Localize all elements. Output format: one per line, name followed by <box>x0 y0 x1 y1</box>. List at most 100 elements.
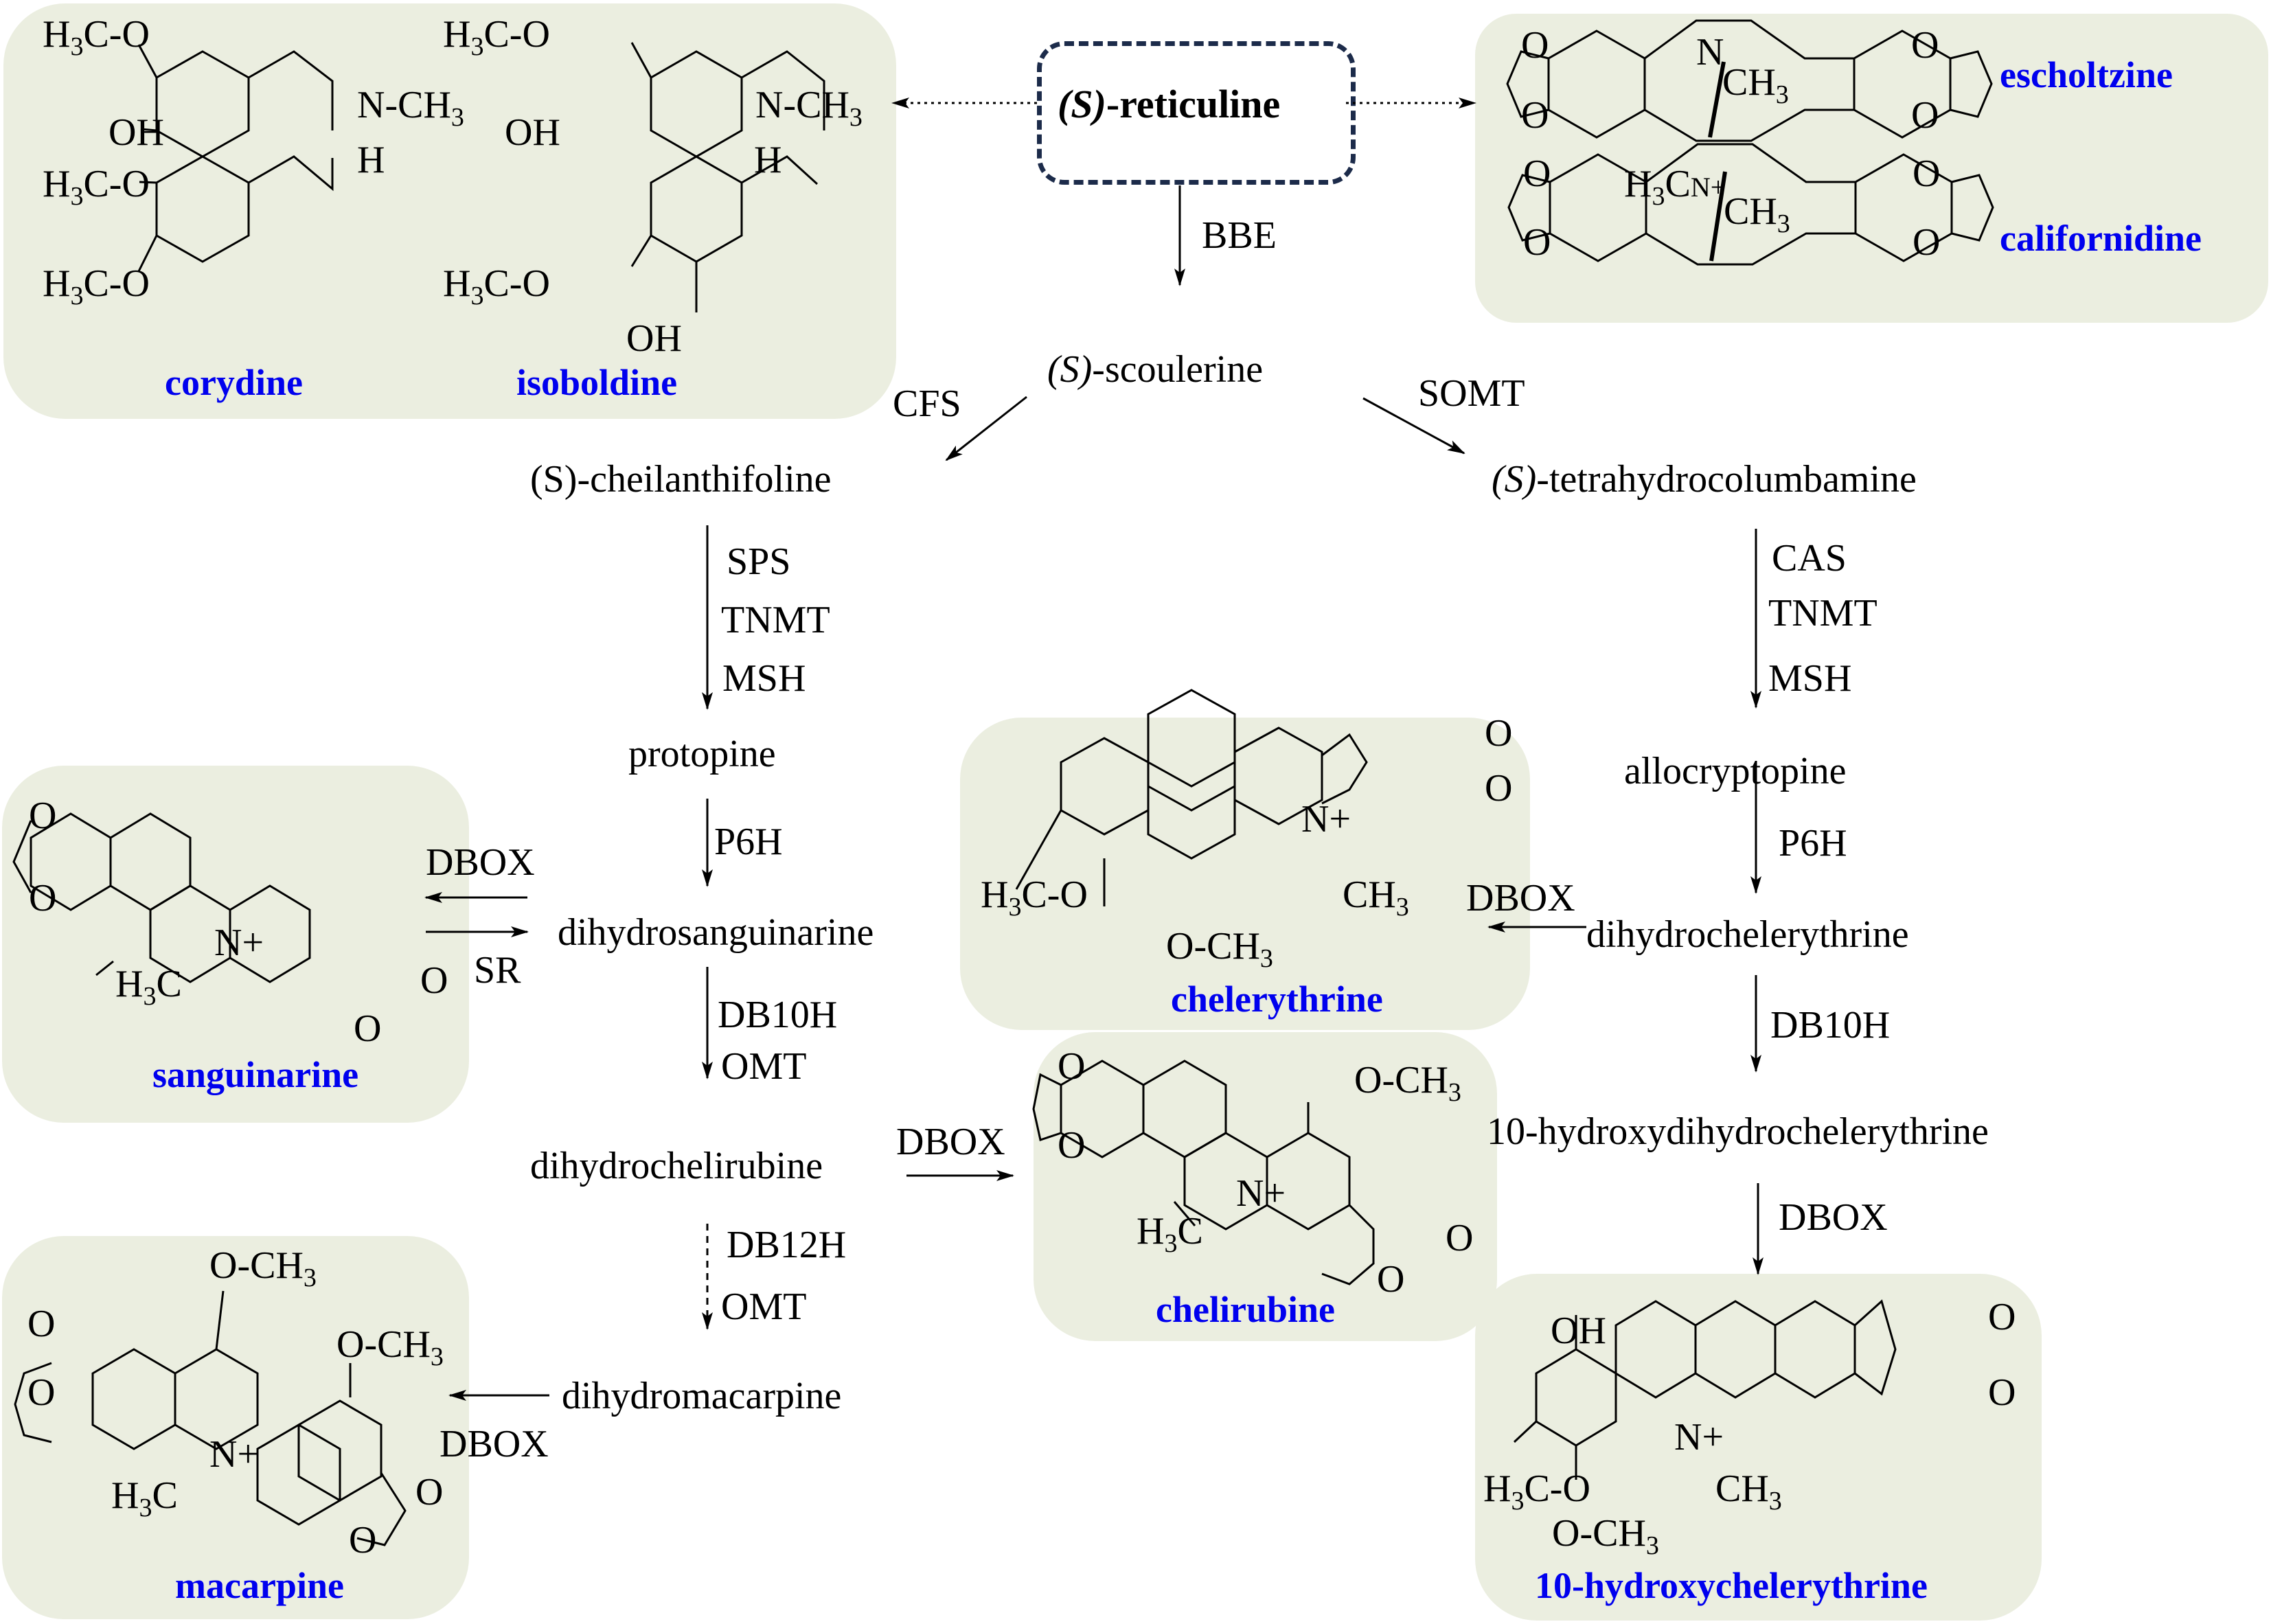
enzyme-dbox-chelerythrine: DBOX <box>1466 877 1575 919</box>
compound-10-hydroxychelerythrine: 10-hydroxychelerythrine <box>1535 1565 1928 1606</box>
atom-label: H3C-O <box>43 13 150 61</box>
stereo-prefix: (S) <box>1492 458 1537 501</box>
atom-label: CH3 <box>1722 61 1789 109</box>
atom-label: N+ <box>1301 798 1351 840</box>
atom-label: O <box>29 877 57 919</box>
intermediate-dihydromacarpine: dihydromacarpine <box>562 1375 842 1417</box>
intermediate-dihydrochelirubine: dihydrochelirubine <box>530 1145 823 1187</box>
enzyme-cas: CAS <box>1772 537 1847 580</box>
atom-label: O <box>415 1471 444 1513</box>
enzyme-cfs: CFS <box>893 382 961 425</box>
start-node-box <box>1037 41 1356 185</box>
compound-macarpine: macarpine <box>175 1565 344 1606</box>
atom-label: O <box>1523 221 1551 264</box>
intermediate-tetrahydrocolumbamine: (S)-tetrahydrocolumbamine <box>1492 460 1917 499</box>
intermediate-protopine: protopine <box>628 733 776 775</box>
intermediate-10-hydroxydihydrochelerythrine: 10-hydroxydihydrochelerythrine <box>1487 1110 1989 1153</box>
atom-label: OH <box>1551 1310 1606 1352</box>
compound-name: -tetrahydrocolumbamine <box>1536 458 1917 501</box>
atom-label: H3C <box>115 963 182 1011</box>
atom-label: O <box>1913 221 1941 264</box>
enzyme-omt-lower: OMT <box>721 1285 807 1328</box>
compound-isoboldine: isoboldine <box>516 362 678 403</box>
atom-label: H3C-O <box>43 163 150 211</box>
atom-label: CH3 <box>1715 1467 1782 1516</box>
atom-label: O <box>27 1303 56 1345</box>
atom-label: O-CH3 <box>1354 1059 1461 1107</box>
enzyme-dbox-hydroxychelerythrine: DBOX <box>1779 1196 1888 1239</box>
atom-label: O <box>354 1007 382 1050</box>
enzyme-tnmt-right: TNMT <box>1768 592 1878 634</box>
atom-label: N-CH3 <box>755 84 863 132</box>
atom-label: OH <box>626 317 682 360</box>
atom-label: O <box>29 794 57 837</box>
atom-label: N+ <box>1674 1416 1724 1459</box>
atom-label: O <box>1521 94 1549 137</box>
stereo-prefix: (S) <box>1058 82 1106 126</box>
atom-label: O <box>420 959 448 1002</box>
atom-label: H3C-O <box>981 873 1088 922</box>
enzyme-dbox-sanguinarine: DBOX <box>426 841 535 884</box>
enzyme-msh-right: MSH <box>1768 657 1852 700</box>
atom-label: O <box>1911 24 1939 67</box>
enzyme-dbox-chelirubine: DBOX <box>896 1121 1005 1163</box>
atom-label: CH3 <box>1724 190 1790 238</box>
atom-label: H3C-O <box>1483 1467 1590 1516</box>
atom-label: O <box>1523 152 1551 195</box>
intermediate-cheilanthifoline: (S)-cheilanthifoline <box>530 458 832 501</box>
panel-aporphines <box>3 3 896 419</box>
atom-label: O-CH3 <box>336 1323 444 1371</box>
enzyme-db10h-right: DB10H <box>1770 1004 1891 1047</box>
compound-chelirubine: chelirubine <box>1156 1289 1336 1330</box>
atom-label: O <box>349 1519 377 1562</box>
start-node-label: (S)-reticuline <box>1058 81 1280 127</box>
enzyme-db12h: DB12H <box>727 1224 847 1266</box>
compound-californidine: californidine <box>2000 218 2202 259</box>
enzyme-tnmt-left: TNMT <box>721 599 830 641</box>
atom-label: O <box>1988 1371 2016 1414</box>
enzyme-p6h-left: P6H <box>714 821 783 863</box>
atom-label: O <box>1988 1296 2016 1338</box>
atom-label: H3C <box>111 1474 178 1522</box>
compound-corydine: corydine <box>165 362 303 403</box>
atom-label: O-CH3 <box>1166 925 1273 973</box>
atom-label: O <box>1485 767 1513 810</box>
panel-macarpine <box>2 1236 469 1619</box>
enzyme-p6h-right: P6H <box>1779 822 1847 865</box>
atom-label: H <box>754 139 782 181</box>
atom-label: H3C <box>1137 1210 1203 1258</box>
atom-label: O-CH3 <box>1552 1512 1659 1560</box>
atom-label: N+ <box>1236 1172 1286 1215</box>
atom-label: H <box>357 139 385 181</box>
atom-label: N <box>1696 31 1724 73</box>
compound-name: -scoulerine <box>1092 348 1264 391</box>
atom-label: OH <box>109 111 164 154</box>
enzyme-sr: SR <box>474 949 521 992</box>
intermediate-allocryptopine: allocryptopine <box>1624 750 1847 792</box>
intermediate-scoulerine: (S)-scoulerine <box>1047 350 1263 389</box>
atom-label: O-CH3 <box>209 1244 317 1292</box>
atom-label: O <box>1058 1124 1086 1167</box>
atom-label: N+ <box>214 922 264 964</box>
enzyme-somt: SOMT <box>1418 372 1525 415</box>
atom-label: H3C-O <box>443 13 550 61</box>
atom-label: CH3 <box>1343 873 1409 922</box>
atom-label: O <box>1521 24 1549 67</box>
compound-chelerythrine: chelerythrine <box>1171 979 1383 1020</box>
atom-label: O <box>27 1371 56 1414</box>
atom-label: O <box>1058 1045 1086 1088</box>
atom-label: N+ <box>209 1433 260 1476</box>
enzyme-bbe: BBE <box>1202 214 1277 257</box>
atom-label: N-CH3 <box>357 84 464 132</box>
atom-label: H3CN+ <box>1624 163 1726 211</box>
enzyme-msh-left: MSH <box>722 657 806 700</box>
compound-sanguinarine: sanguinarine <box>152 1054 359 1095</box>
atom-label: O <box>1446 1217 1474 1259</box>
intermediate-dihydrosanguinarine: dihydrosanguinarine <box>558 911 874 954</box>
enzyme-sps: SPS <box>727 540 791 583</box>
atom-label: OH <box>505 111 560 154</box>
atom-label: O <box>1377 1258 1405 1301</box>
atom-label: H3C-O <box>443 262 550 310</box>
atom-label: H3C-O <box>43 262 150 310</box>
atom-label: O <box>1485 712 1513 755</box>
